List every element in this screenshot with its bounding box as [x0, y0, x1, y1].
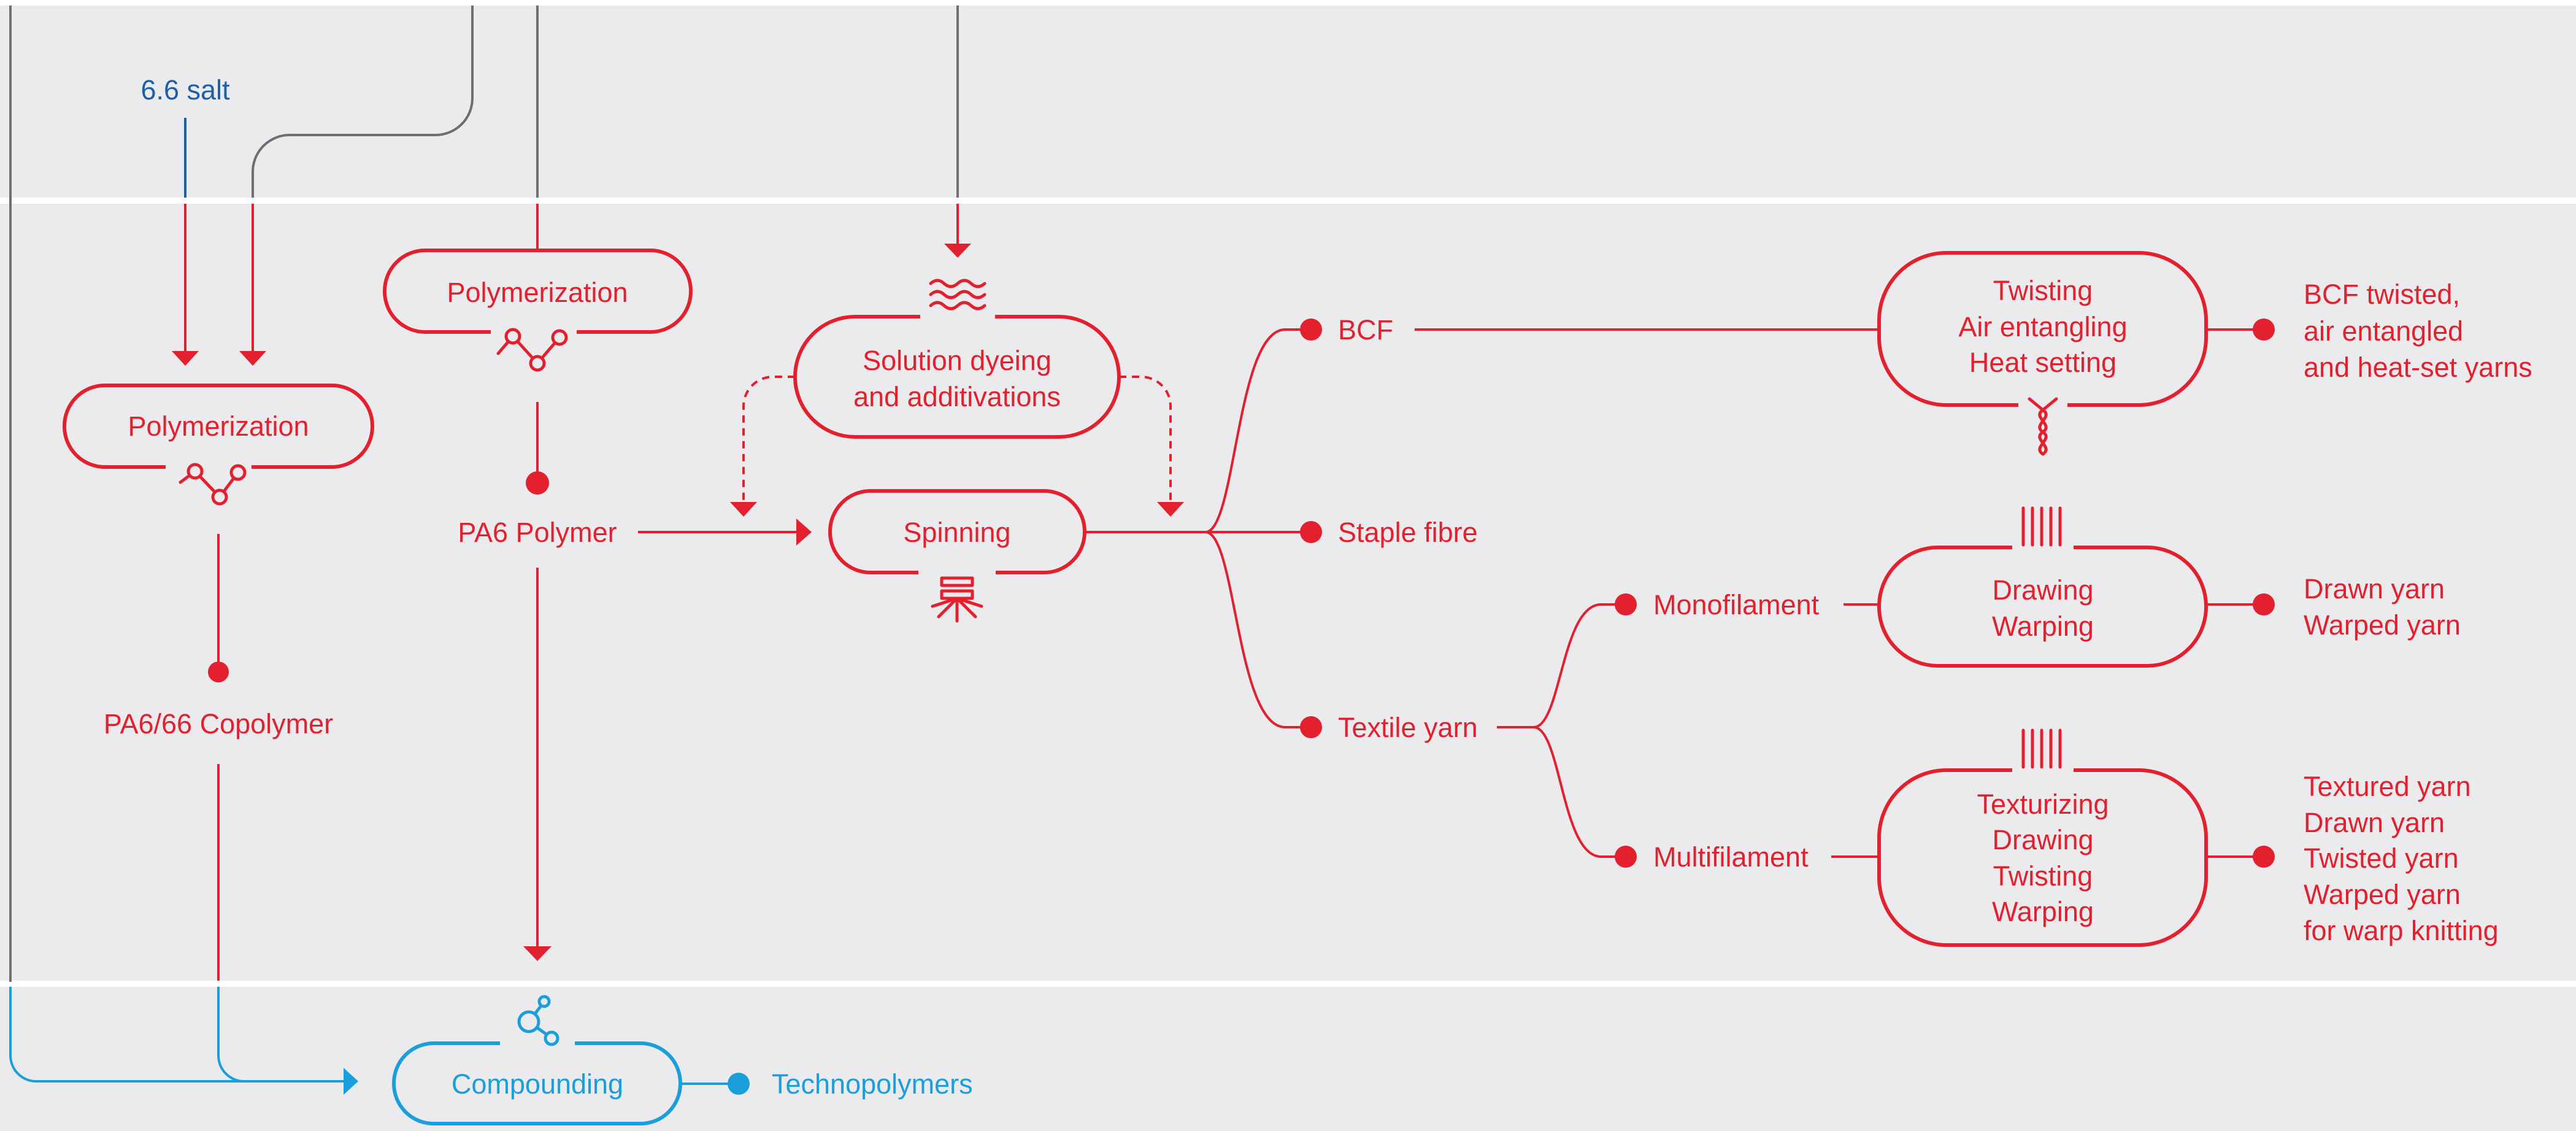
solution-dyeing-pill: [793, 315, 1121, 439]
technopolymers-label: Technopolymers: [772, 1068, 973, 1100]
dyeing-right-arrowhead: [1157, 502, 1184, 517]
technopolymers-dot: [728, 1073, 750, 1095]
salt-label: 6.6 salt: [140, 74, 230, 106]
multi-output-label-3: Twisted yarn: [2304, 843, 2459, 874]
bcf-output-label-3: and heat-set yarns: [2304, 352, 2532, 383]
waves-icon: [929, 279, 986, 311]
pa6-spinning-arrowhead: [796, 519, 812, 546]
solution-dyeing-label-1: Solution dyeing: [863, 345, 1052, 376]
multi-output-label-1: Textured yarn: [2304, 771, 2471, 802]
multi-output-label-2: Drawn yarn: [2304, 807, 2445, 838]
compounding-label: Compounding: [452, 1068, 623, 1100]
polymerization-center-label: Polymerization: [447, 277, 628, 308]
twisting-label-3: Heat setting: [1969, 347, 2117, 378]
bcf-output-label-2: air entangled: [2304, 315, 2463, 347]
branch-to-textile: [1205, 531, 1311, 728]
monofilament-dot: [1615, 593, 1637, 616]
twisting-node: Twisting Air entangling Heat setting: [1877, 251, 2208, 456]
spinning-node: Spinning: [828, 489, 1086, 623]
compounding-node: Compounding: [392, 995, 682, 1125]
multi-output-label-5: for warp knitting: [2304, 915, 2499, 946]
polymer-chain-icon: [179, 463, 247, 506]
branch-to-monofilament: [1533, 603, 1626, 728]
drawing-warping-label-2: Warping: [1992, 611, 2094, 642]
parallel-threads-icon: [2021, 728, 2062, 769]
textile-dot: [1300, 716, 1322, 738]
compounding-arrowhead: [344, 1068, 358, 1095]
bcf-dot: [1300, 318, 1322, 341]
texturizing-label-4: Warping: [1992, 896, 2094, 927]
spinning-label: Spinning: [903, 517, 1010, 548]
bcf-output-dot: [2253, 318, 2275, 341]
texturizing-label-1: Texturizing: [1977, 789, 2109, 820]
mono-output-dot: [2253, 593, 2275, 616]
solution-dyeing-node: Solution dyeing and additivations: [793, 279, 1121, 439]
drawing-warping-node: Drawing Warping: [1877, 506, 2208, 668]
mono-output-label-1: Drawn yarn: [2304, 573, 2445, 604]
parallel-threads-icon: [2021, 506, 2062, 547]
salt-arrowhead: [172, 351, 199, 366]
bcf-output-label-1: BCF twisted,: [2304, 279, 2460, 310]
drawing-warping-pill: [1877, 546, 2208, 668]
copolymer-dot: [208, 662, 229, 682]
molecule-icon: [517, 995, 559, 1046]
pa6-label: PA6 Polymer: [458, 517, 617, 548]
drawing-warping-label-1: Drawing: [1992, 574, 2093, 606]
branch-to-multifilament: [1533, 726, 1626, 858]
polymerization-center-node: Polymerization: [383, 249, 693, 372]
textile-label: Textile yarn: [1338, 712, 1478, 743]
left-edge-to-compounding-line: [9, 987, 344, 1083]
mono-output-label-2: Warped yarn: [2304, 609, 2461, 641]
polymerization-left-label: Polymerization: [128, 411, 309, 442]
pa6-dot: [526, 471, 549, 495]
top-band-divider: [0, 0, 2576, 6]
multifilament-label: Multifilament: [1653, 841, 1809, 873]
multi-output-label-4: Warped yarn: [2304, 879, 2461, 910]
upper-band-divider: [0, 198, 2576, 204]
twisting-label-2: Air entangling: [1958, 311, 2127, 342]
dyeing-left-arrowhead: [730, 502, 757, 517]
dyeing-inflow-arrowhead: [944, 244, 971, 258]
lower-band-divider: [0, 981, 2576, 987]
twisting-label-1: Twisting: [1993, 275, 2093, 306]
bcf-label: BCF: [1338, 314, 1393, 345]
feed-arrowhead: [239, 351, 266, 366]
texturizing-label-3: Twisting: [1993, 860, 2093, 892]
solution-dyeing-label-2: and additivations: [853, 381, 1061, 412]
feed-line-curved: [252, 6, 474, 198]
multi-output-dot: [2253, 846, 2275, 868]
pa6-compounding-arrowhead: [523, 946, 552, 961]
polymer-chain-icon: [496, 328, 568, 372]
spinneret-icon: [931, 576, 983, 623]
staple-dot: [1300, 521, 1322, 543]
polymerization-left-node: Polymerization: [63, 384, 374, 506]
staple-label: Staple fibre: [1338, 517, 1478, 548]
texturizing-node: Texturizing Drawing Twisting Warping: [1877, 728, 2208, 947]
copolymer-to-compounding-line: [217, 987, 344, 1083]
dyeing-dashed-left: [742, 376, 795, 502]
multifilament-dot: [1615, 846, 1637, 868]
texturizing-label-2: Drawing: [1992, 824, 2093, 855]
copolymer-label: PA6/66 Copolymer: [104, 708, 333, 739]
dyeing-dashed-right: [1119, 376, 1172, 502]
twisted-yarn-icon: [2028, 397, 2058, 456]
monofilament-label: Monofilament: [1653, 589, 1820, 620]
branch-to-bcf: [1205, 328, 1311, 533]
